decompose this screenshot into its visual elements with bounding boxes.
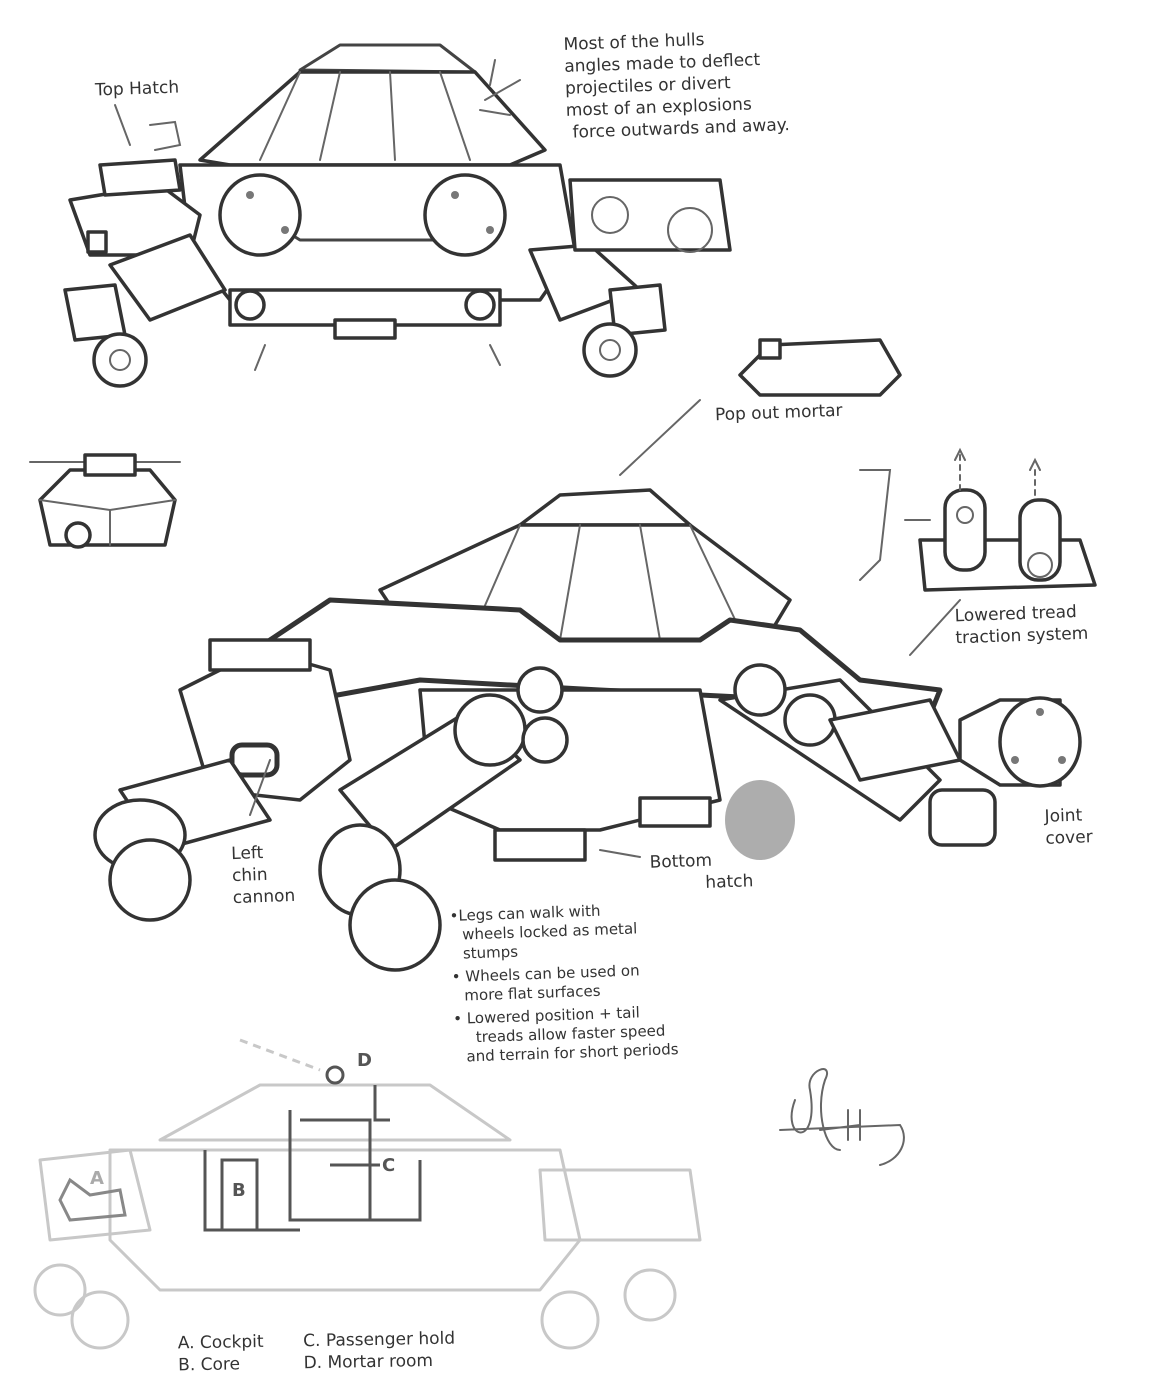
- joint-cover-sketch: [958, 696, 1082, 788]
- note-line: cover: [1045, 827, 1093, 849]
- note-line: Left: [230, 842, 264, 865]
- marker-b: B: [232, 1180, 246, 1201]
- label-chin-cannon: Left chin cannon: [231, 841, 296, 909]
- turret-sketch: [29, 453, 181, 549]
- bullet-notes: •Legs can walk with wheels locked as met…: [449, 899, 679, 1067]
- main-vehicle: [93, 488, 997, 972]
- tread-system-sketch: [859, 447, 1097, 656]
- cutaway-legend: A. Cockpit C. Passenger hold B. Core D. …: [178, 1328, 456, 1377]
- note-hull-angles: Most of the hulls angles made to deflect…: [563, 26, 790, 144]
- note-line: chin: [231, 864, 268, 887]
- cutaway-view: [33, 1038, 702, 1350]
- legend-item: D. Mortar room: [303, 1350, 434, 1374]
- label-tread-system: Lowered tread traction system: [954, 601, 1088, 650]
- note-line: traction system: [955, 623, 1089, 649]
- label-bottom-hatch: Bottom hatch: [649, 848, 753, 896]
- marker-a: A: [90, 1168, 104, 1189]
- marker-c: C: [382, 1155, 396, 1176]
- marker-d: D: [357, 1050, 372, 1071]
- label-top-hatch: Top Hatch: [94, 77, 180, 101]
- legend-item: A. Cockpit: [177, 1331, 264, 1354]
- front-view-vehicle: [63, 43, 732, 388]
- legend-item: C. Passenger hold: [303, 1328, 456, 1352]
- note-line: Joint: [1044, 805, 1083, 827]
- note-line: hatch: [705, 871, 754, 893]
- label-pop-out-mortar: Pop out mortar: [714, 400, 843, 426]
- legend-item: B. Core: [178, 1354, 241, 1376]
- mortar-sketch: [619, 338, 902, 476]
- artist-signature: [779, 1068, 905, 1166]
- note-line: cannon: [232, 885, 296, 909]
- label-joint-cover: Joint cover: [1044, 804, 1093, 850]
